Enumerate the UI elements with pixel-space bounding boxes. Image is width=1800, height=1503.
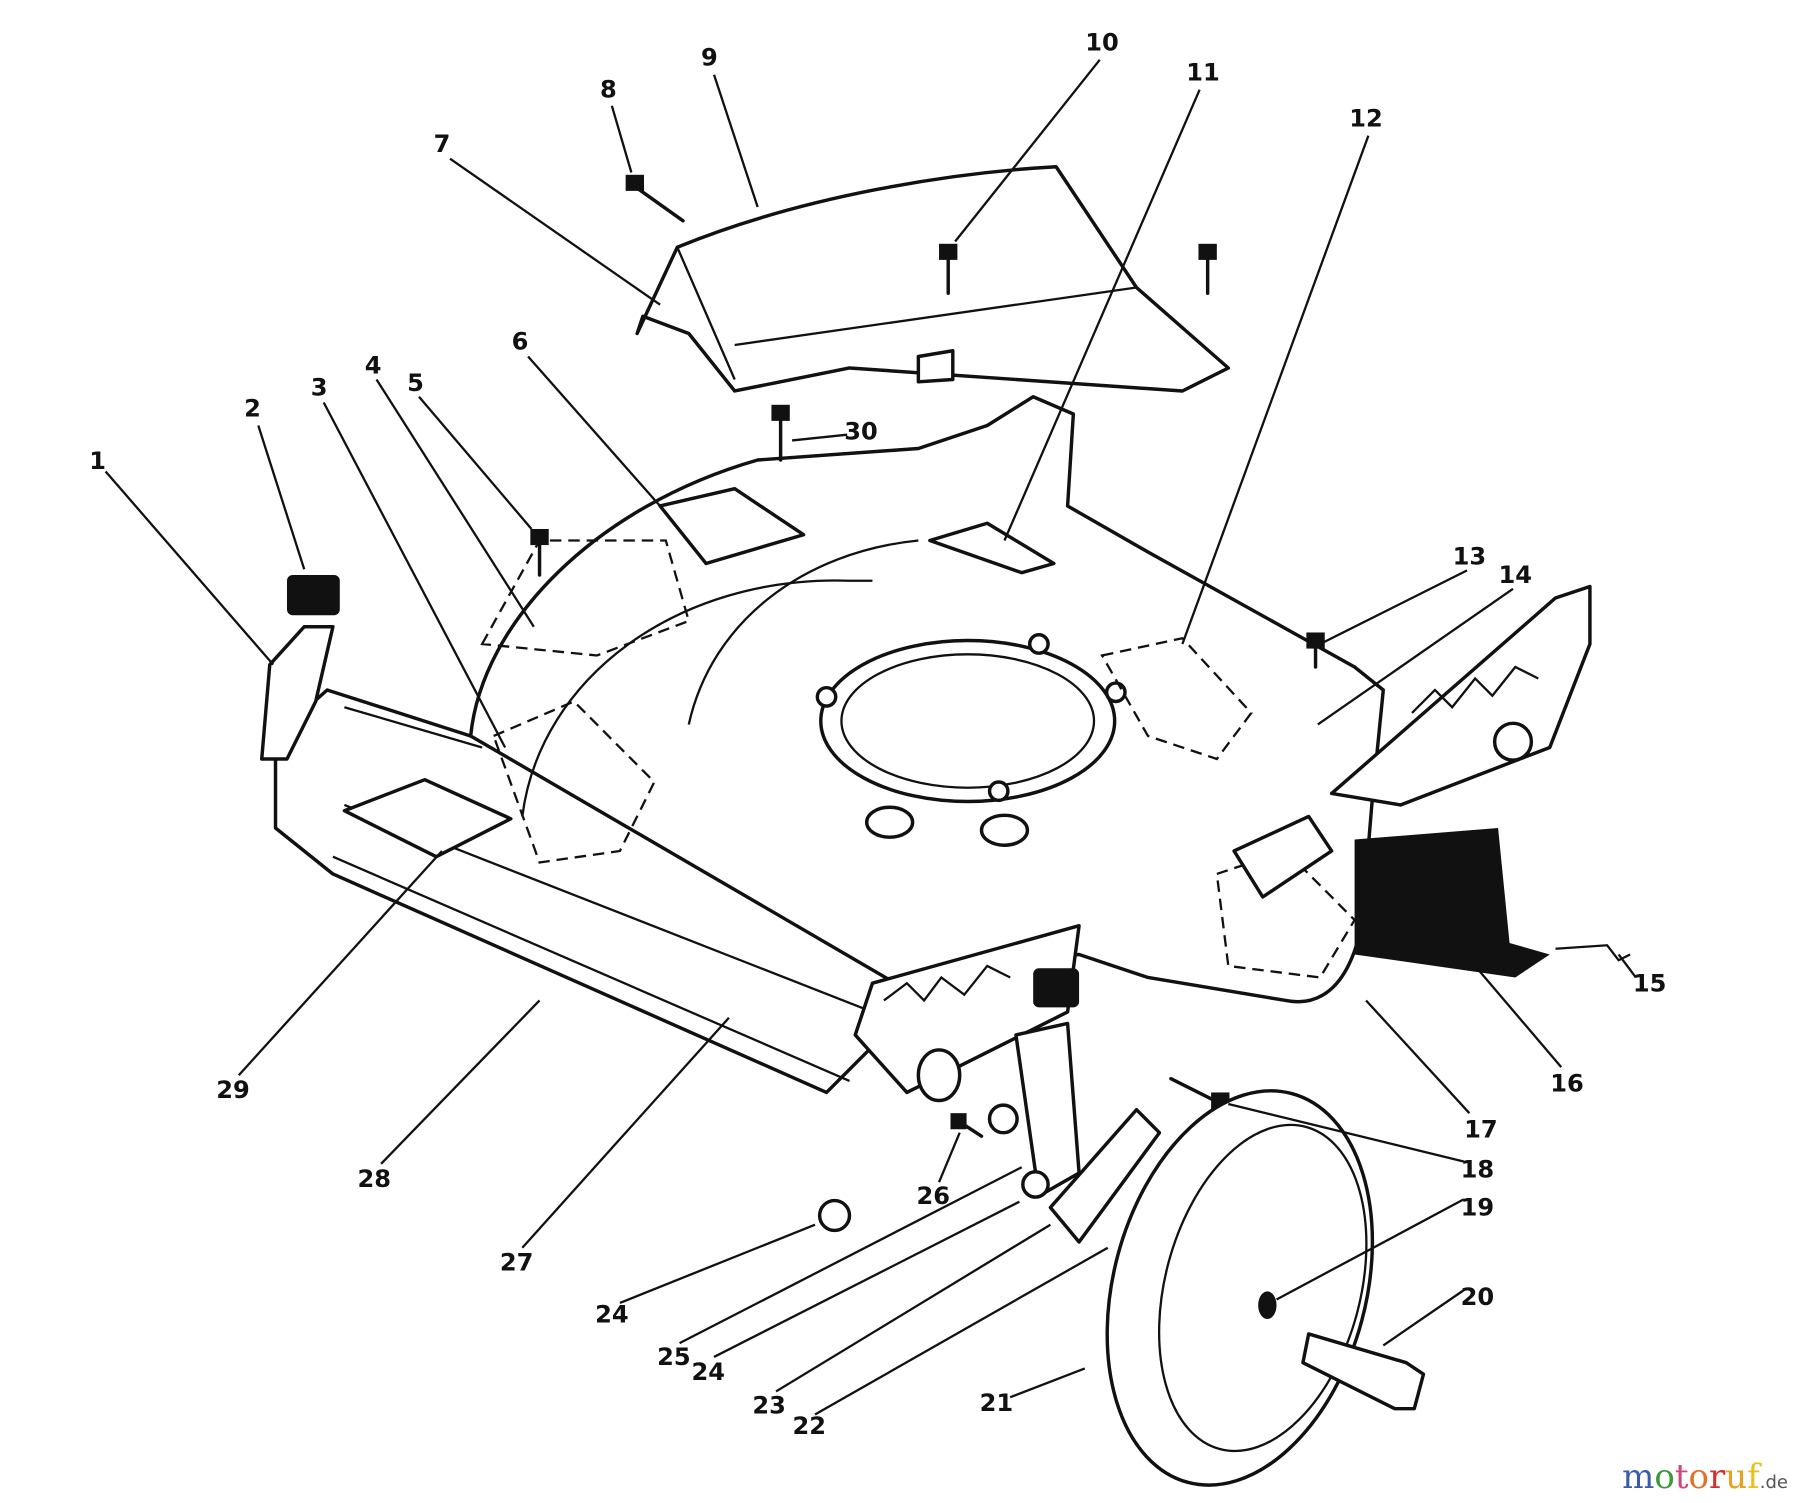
- watermark-letter: t: [1674, 1457, 1689, 1497]
- callout-24b: 24: [692, 1358, 726, 1386]
- callout-25: 25: [657, 1343, 691, 1371]
- callout-24: 24: [595, 1300, 629, 1328]
- watermark-letter: o: [1654, 1457, 1675, 1497]
- callout-18: 18: [1461, 1156, 1495, 1184]
- callout-1: 1: [89, 447, 106, 475]
- callout-3: 3: [311, 374, 328, 402]
- callout-29: 29: [216, 1076, 250, 1104]
- callout-9: 9: [701, 44, 718, 72]
- callout-8: 8: [600, 76, 617, 104]
- bolts: [530, 174, 1325, 1138]
- callout-23: 23: [752, 1391, 786, 1419]
- callout-12: 12: [1349, 104, 1383, 132]
- callout-26: 26: [917, 1182, 951, 1210]
- watermark-letter: u: [1725, 1457, 1748, 1497]
- decal-29: [342, 777, 513, 859]
- callout-10: 10: [1085, 29, 1119, 57]
- watermark-letter: o: [1688, 1457, 1709, 1497]
- handle-knob-2: [286, 574, 340, 616]
- wheel: [1105, 1089, 1375, 1487]
- callout-13: 13: [1453, 543, 1487, 571]
- callout-22: 22: [793, 1412, 827, 1440]
- watermark-letter: r: [1709, 1457, 1726, 1497]
- callout-27: 27: [500, 1249, 534, 1277]
- callout-labels: 1 2 3 4 5 6 7 8 9 10 11 12 13 14 15 16 1…: [89, 29, 1666, 1440]
- callout-21: 21: [980, 1389, 1014, 1417]
- watermark-suffix: .de: [1759, 1472, 1788, 1493]
- callout-6: 6: [512, 328, 529, 356]
- axle-bolt: [1301, 1332, 1426, 1411]
- callout-14: 14: [1499, 561, 1533, 589]
- leader-lines: [104, 59, 1637, 1416]
- callout-30: 30: [844, 417, 878, 445]
- watermark-letter: m: [1622, 1457, 1655, 1497]
- callout-4: 4: [365, 352, 382, 380]
- callout-28: 28: [357, 1165, 391, 1193]
- callout-15: 15: [1633, 969, 1667, 997]
- callout-17: 17: [1464, 1115, 1498, 1143]
- callout-2: 2: [244, 394, 261, 422]
- watermark-text: motoruf: [1622, 1457, 1760, 1497]
- callout-11: 11: [1186, 58, 1220, 86]
- callout-5: 5: [407, 369, 424, 397]
- discharge-chute: [635, 165, 1231, 393]
- motoruf-watermark-logo: motoruf.de: [1622, 1457, 1788, 1497]
- callout-7: 7: [434, 130, 451, 158]
- callout-20: 20: [1461, 1283, 1495, 1311]
- watermark-letter: f: [1747, 1457, 1760, 1497]
- mower-deck: [273, 395, 1386, 1095]
- rear-flap: [1354, 827, 1550, 978]
- callout-19: 19: [1461, 1193, 1495, 1221]
- callout-16: 16: [1550, 1069, 1584, 1097]
